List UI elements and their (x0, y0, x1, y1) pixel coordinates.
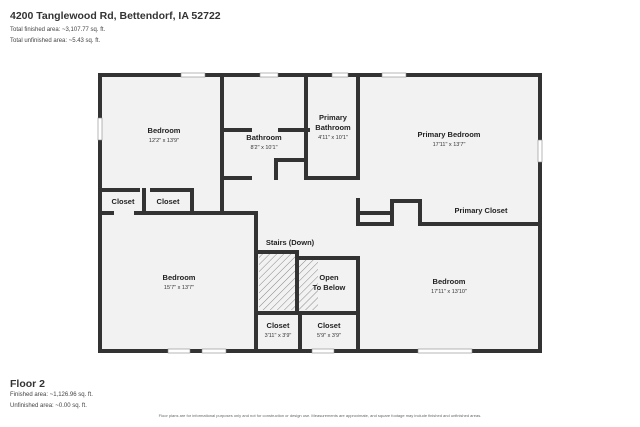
room-name-primary-bathroom-2: Bathroom (315, 123, 351, 132)
property-address: 4200 Tanglewood Rd, Bettendorf, IA 52722 (10, 10, 221, 22)
room-dim-primary-bedroom: 17'11" x 13'7" (433, 142, 466, 148)
room-name-bedroom-bl: Bedroom (163, 273, 196, 282)
room-name-bedroom-br: Bedroom (433, 277, 466, 286)
room-dim-closet-4: 5'9" x 3'9" (317, 333, 341, 339)
room-name-open-to-below-1: Open (319, 273, 339, 282)
room-dim-closet-3: 3'11" x 3'9" (265, 333, 292, 339)
floor-unfinished-area: Unfinished area: ~0.00 sq. ft. (10, 403, 87, 409)
stairs-hatch (259, 252, 318, 310)
floor-finished-area: Finished area: ~1,126.96 sq. ft. (10, 392, 93, 398)
room-name-open-to-below-2: To Below (313, 283, 346, 292)
room-dim-bathroom: 8'2" x 10'1" (250, 145, 277, 151)
floor-label: Floor 2 (10, 378, 46, 390)
room-name-closet-4: Closet (318, 321, 341, 330)
room-name-primary-bedroom: Primary Bedroom (418, 130, 481, 139)
room-dim-primary-bathroom: 4'11" x 10'1" (318, 135, 348, 141)
room-name-closet-3: Closet (267, 321, 290, 330)
room-name-bathroom: Bathroom (246, 133, 282, 142)
room-name-primary-bathroom-1: Primary (319, 113, 348, 122)
room-dim-bedroom-br: 17'11" x 13'10" (431, 289, 467, 295)
room-dim-bedroom-tl: 12'2" x 13'9" (149, 138, 179, 144)
total-finished-area: Total finished area: ~3,107.77 sq. ft. (10, 27, 106, 33)
room-name-closet-1: Closet (112, 197, 135, 206)
walls (98, 73, 542, 353)
room-name-stairs: Stairs (Down) (266, 238, 315, 247)
room-name-bedroom-tl: Bedroom (148, 126, 181, 135)
windows (97, 72, 543, 354)
disclaimer: Floor plans are for informational purpos… (158, 413, 482, 418)
total-unfinished-area: Total unfinished area: ~5.43 sq. ft. (10, 38, 101, 44)
room-dim-bedroom-bl: 15'7" x 13'7" (164, 285, 194, 291)
room-name-closet-2: Closet (157, 197, 180, 206)
room-name-primary-closet: Primary Closet (455, 206, 508, 215)
